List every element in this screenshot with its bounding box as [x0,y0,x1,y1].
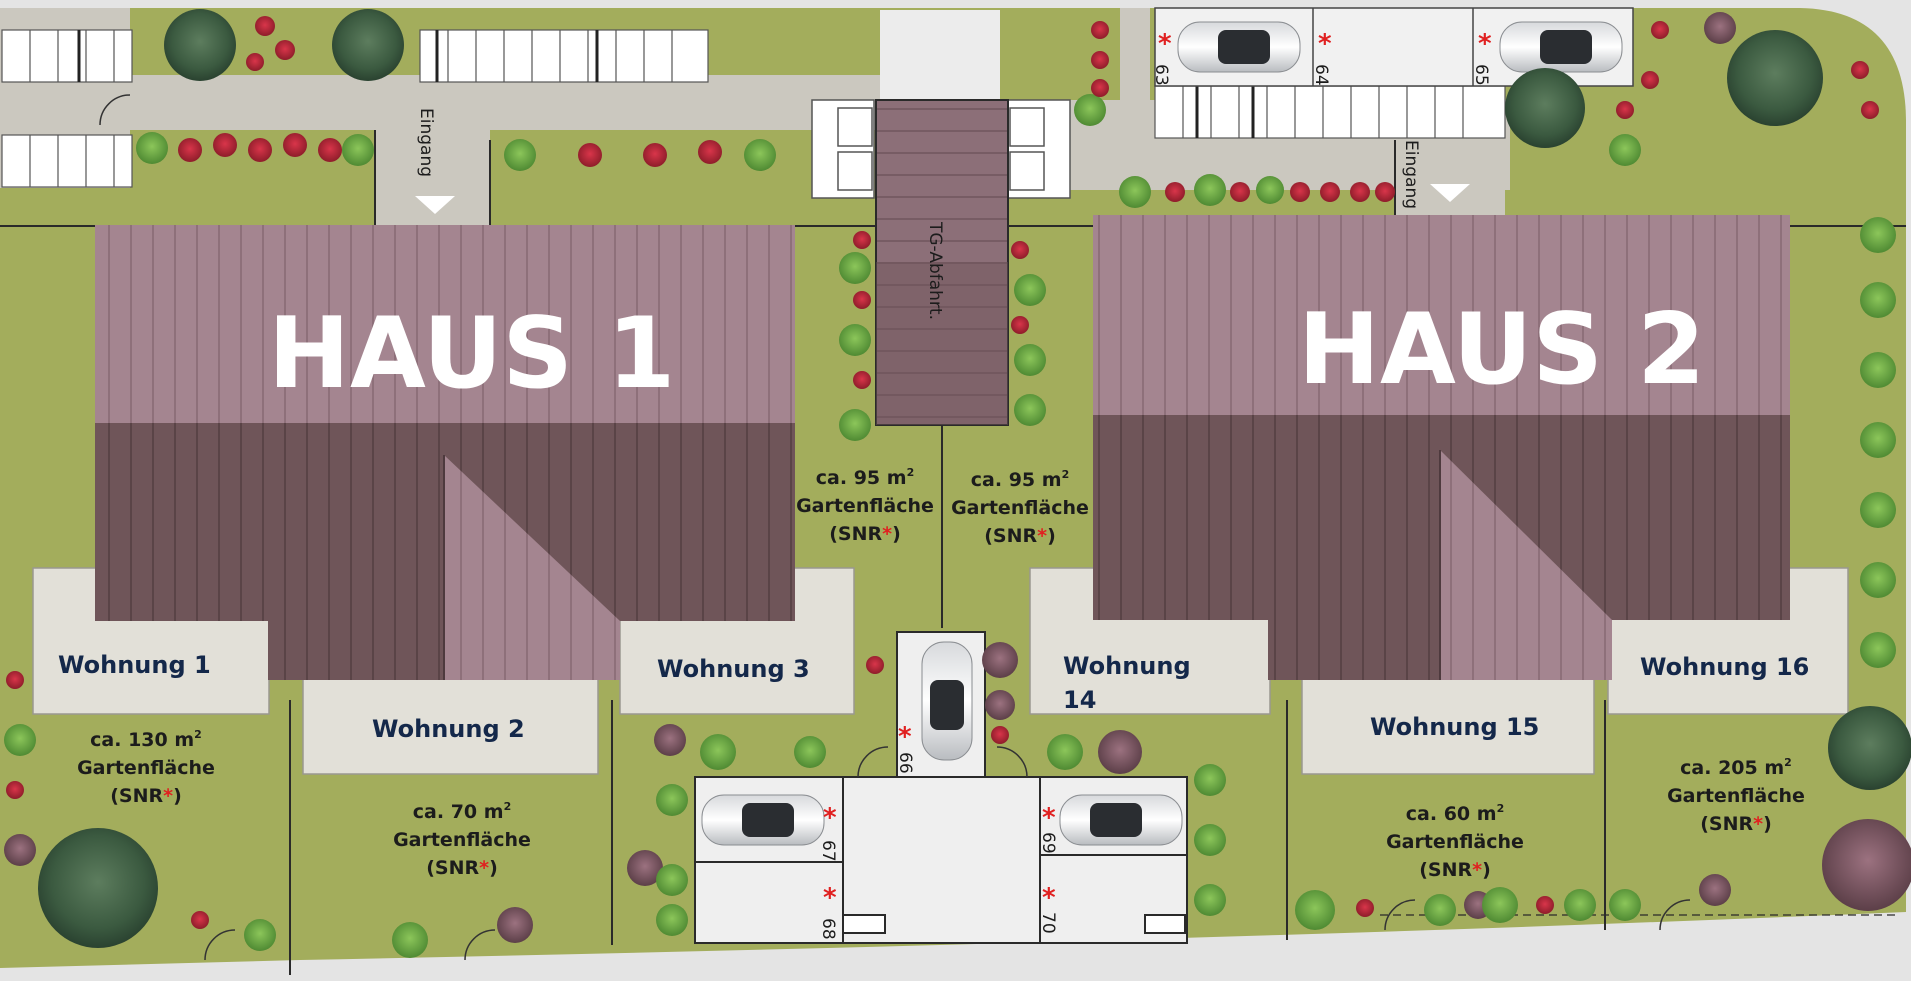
car-69 [1059,794,1183,846]
garden-label-4: ca. 95 m2 Gartenfläche (SNR*) [951,468,1089,547]
parking-numbers: 63 64 65 66 67 68 69 70 [818,64,1491,940]
garage-ramp [875,99,1009,426]
parking-number-68: 68 [818,918,838,940]
garden-label-1: ca. 130 m2 Gartenfläche (SNR*) [77,728,215,807]
unit-label-16: Wohnung 16 [1640,653,1809,681]
storage-boxes [811,99,1071,199]
svg-text:(SNR*): (SNR*) [829,523,901,545]
svg-text:ca. 70 m2: ca. 70 m2 [413,800,511,823]
unit-label-14: Wohnung [1063,652,1191,680]
parking-stars: * * * * * * * * [823,29,1492,913]
svg-text:(SNR*): (SNR*) [110,785,182,807]
svg-text:Gartenfläche: Gartenfläche [1386,831,1524,853]
svg-text:(SNR*): (SNR*) [1419,859,1491,881]
haus-1-title: HAUS 1 [268,297,675,411]
garden-label-3: ca. 95 m2 Gartenfläche (SNR*) [796,466,934,545]
svg-text:(SNR*): (SNR*) [984,525,1056,547]
svg-text:*: * [823,803,837,833]
svg-text:*: * [1318,29,1332,59]
svg-text:ca. 205 m2: ca. 205 m2 [1680,756,1792,779]
parking-number-67: 67 [818,840,838,862]
garden-label-6: ca. 205 m2 Gartenfläche (SNR*) [1667,756,1805,835]
svg-text:ca. 130 m2: ca. 130 m2 [90,728,202,751]
unit-label-3: Wohnung 3 [657,655,810,683]
svg-text:ca. 95 m2: ca. 95 m2 [816,466,914,489]
parking-number-66: 66 [895,752,915,774]
svg-text:(SNR*): (SNR*) [1700,813,1772,835]
trees [38,9,1911,948]
svg-text:*: * [1042,803,1056,833]
svg-text:(SNR*): (SNR*) [426,857,498,879]
car-65 [1499,21,1623,73]
parking-number-65: 65 [1471,64,1491,86]
svg-text:*: * [898,722,912,752]
bike-parking [1,29,1506,188]
green-bushes [4,94,1896,958]
door-arcs [204,746,1691,961]
svg-text:Gartenfläche: Gartenfläche [951,497,1089,519]
entrance-label-2: Eingang [1401,140,1421,209]
unit-label-15: Wohnung 15 [1370,713,1539,741]
entrance-arrow-1 [415,196,455,214]
entrance-label-1: Eingang [416,108,436,177]
unit-label-1: Wohnung 1 [58,651,211,679]
garden-label-2: ca. 70 m2 Gartenfläche (SNR*) [393,800,531,879]
door-arc [99,94,131,126]
haus-2-title: HAUS 2 [1298,293,1705,407]
car-63 [1177,21,1301,73]
haus-1-roof [95,225,795,680]
red-shrubs [6,16,1879,929]
svg-text:Gartenfläche: Gartenfläche [77,757,215,779]
parking-number-69: 69 [1038,832,1058,854]
svg-text:*: * [1158,29,1172,59]
parking-number-63: 63 [1151,64,1171,86]
parking-number-70: 70 [1038,912,1058,934]
svg-text:Gartenfläche: Gartenfläche [796,495,934,517]
car-67 [701,794,825,846]
svg-text:*: * [1042,883,1056,913]
car-66 [921,641,973,761]
unit-label-2: Wohnung 2 [372,715,525,743]
svg-text:ca. 60 m2: ca. 60 m2 [1406,802,1504,825]
ramp-label: TG-Abfahrt. [925,221,945,320]
parking-number-64: 64 [1311,64,1331,86]
svg-text:Gartenfläche: Gartenfläche [393,829,531,851]
entrance-arrow-2 [1430,184,1470,202]
svg-text:Gartenfläche: Gartenfläche [1667,785,1805,807]
haus-2-roof [1093,215,1790,680]
svg-text:*: * [1478,29,1492,59]
garden-label-5: ca. 60 m2 Gartenfläche (SNR*) [1386,802,1524,881]
unit-label-14-number: 14 [1063,686,1096,714]
svg-text:ca. 95 m2: ca. 95 m2 [971,468,1069,491]
svg-text:*: * [823,883,837,913]
